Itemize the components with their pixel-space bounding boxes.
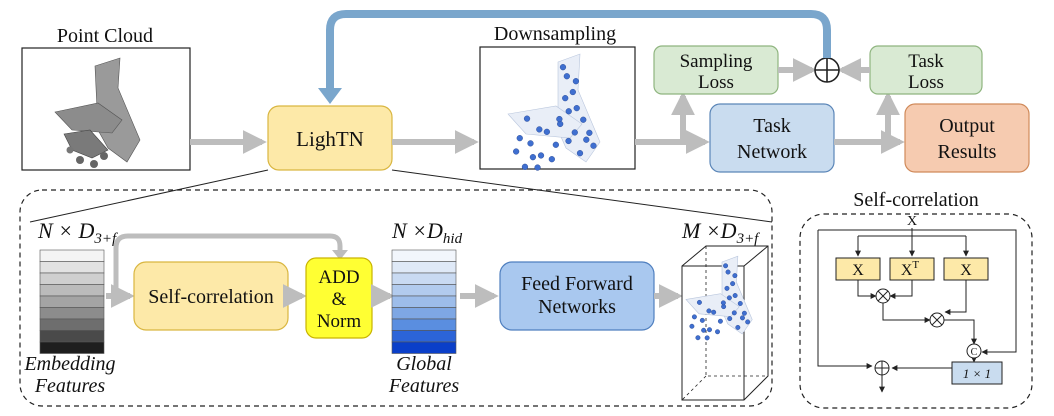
lightn-label: LighTN [296, 127, 364, 151]
global-feature-row [391, 330, 457, 343]
add-norm-line2: & [332, 289, 347, 310]
detail-x-box-1-label: X [852, 262, 864, 279]
lightn-box [267, 105, 393, 171]
embedding-feature-row [39, 295, 105, 308]
embedding-feature-row [39, 249, 105, 262]
zoom-line-left [29, 169, 269, 223]
residual-arrow-head [332, 250, 348, 260]
global-feature-row [391, 307, 457, 320]
global-feature-row [391, 295, 457, 308]
zoom-line-right [391, 169, 773, 223]
sampling-loss-line1: Sampling [680, 51, 753, 72]
sampling-loss-line2: Loss [698, 72, 734, 93]
add-norm-line1: ADD [318, 267, 359, 288]
output-dim-label: M ×D3+f [681, 218, 760, 247]
self-correlation-label: Self-correlation [148, 286, 274, 308]
point-cloud-shape [54, 57, 141, 168]
global-features-line2: Features [388, 375, 460, 397]
output-results-box [904, 103, 1030, 173]
output-cube [681, 245, 769, 401]
embedding-feature-row [39, 307, 105, 320]
embedding-features-line1: Embedding [23, 353, 115, 375]
embedding-feature-row [39, 284, 105, 297]
downsampled-cloud-shape [507, 53, 601, 171]
self-correlation-detail-panel [799, 213, 1033, 409]
embedding-feature-stack [39, 249, 105, 354]
embedding-feature-row [39, 261, 105, 274]
global-feature-row [391, 261, 457, 274]
global-features-line1: Global [396, 353, 452, 375]
global-feature-row [391, 249, 457, 262]
detail-connections [817, 228, 1017, 393]
detail-title: Self-correlation [853, 189, 979, 211]
lightn-module-panel [19, 189, 773, 407]
task-loss-line1: Task [908, 51, 944, 72]
concat-operator [966, 343, 982, 359]
output-results-line1: Output [939, 115, 995, 137]
global-feature-row [391, 341, 457, 354]
point-cloud-label: Point Cloud [57, 25, 153, 47]
multiply-operator-2 [929, 312, 945, 328]
embedding-feature-row [39, 272, 105, 285]
detail-x-box-3-label: X [960, 262, 972, 279]
hidden-dim-label: N ×Dhid [391, 218, 463, 247]
global-feature-row [391, 318, 457, 331]
output-results-line2: Results [938, 141, 997, 163]
global-feature-stack [391, 249, 457, 354]
conv-1x1-label: 1 × 1 [963, 366, 991, 381]
downsampling-label: Downsampling [494, 23, 616, 45]
ffn-line1: Feed Forward [521, 273, 633, 295]
task-network-box [709, 103, 835, 173]
output-cloud-shape [685, 255, 753, 341]
feedback-arrow [326, 10, 831, 90]
embedding-feature-row [39, 341, 105, 354]
embedding-feature-row [39, 318, 105, 331]
task-network-line2: Network [737, 141, 807, 163]
global-feature-row [391, 284, 457, 297]
ffn-line2: Networks [538, 296, 616, 318]
detail-x-box-1 [835, 257, 881, 281]
input-dim-label: N × D3+f [37, 218, 118, 247]
embedding-feature-row [39, 330, 105, 343]
task-network-line1: Task [753, 115, 790, 137]
embedding-features-line2: Features [34, 375, 106, 397]
detail-sum-operator [874, 360, 890, 376]
task-loss-line2: Loss [908, 72, 944, 93]
residual-connection [113, 233, 343, 296]
detail-input-x: X [907, 214, 917, 229]
detail-xt-box [889, 257, 935, 281]
multiply-operator-1 [875, 288, 891, 304]
concat-operator-label: C [971, 347, 978, 358]
detail-x-box-3 [943, 257, 989, 281]
global-feature-row [391, 272, 457, 285]
conv-1x1-box [951, 361, 1003, 385]
detail-xt-box-label: XT [901, 259, 920, 279]
feedback-arrow-head [318, 88, 342, 104]
add-norm-line3: Norm [317, 311, 362, 332]
